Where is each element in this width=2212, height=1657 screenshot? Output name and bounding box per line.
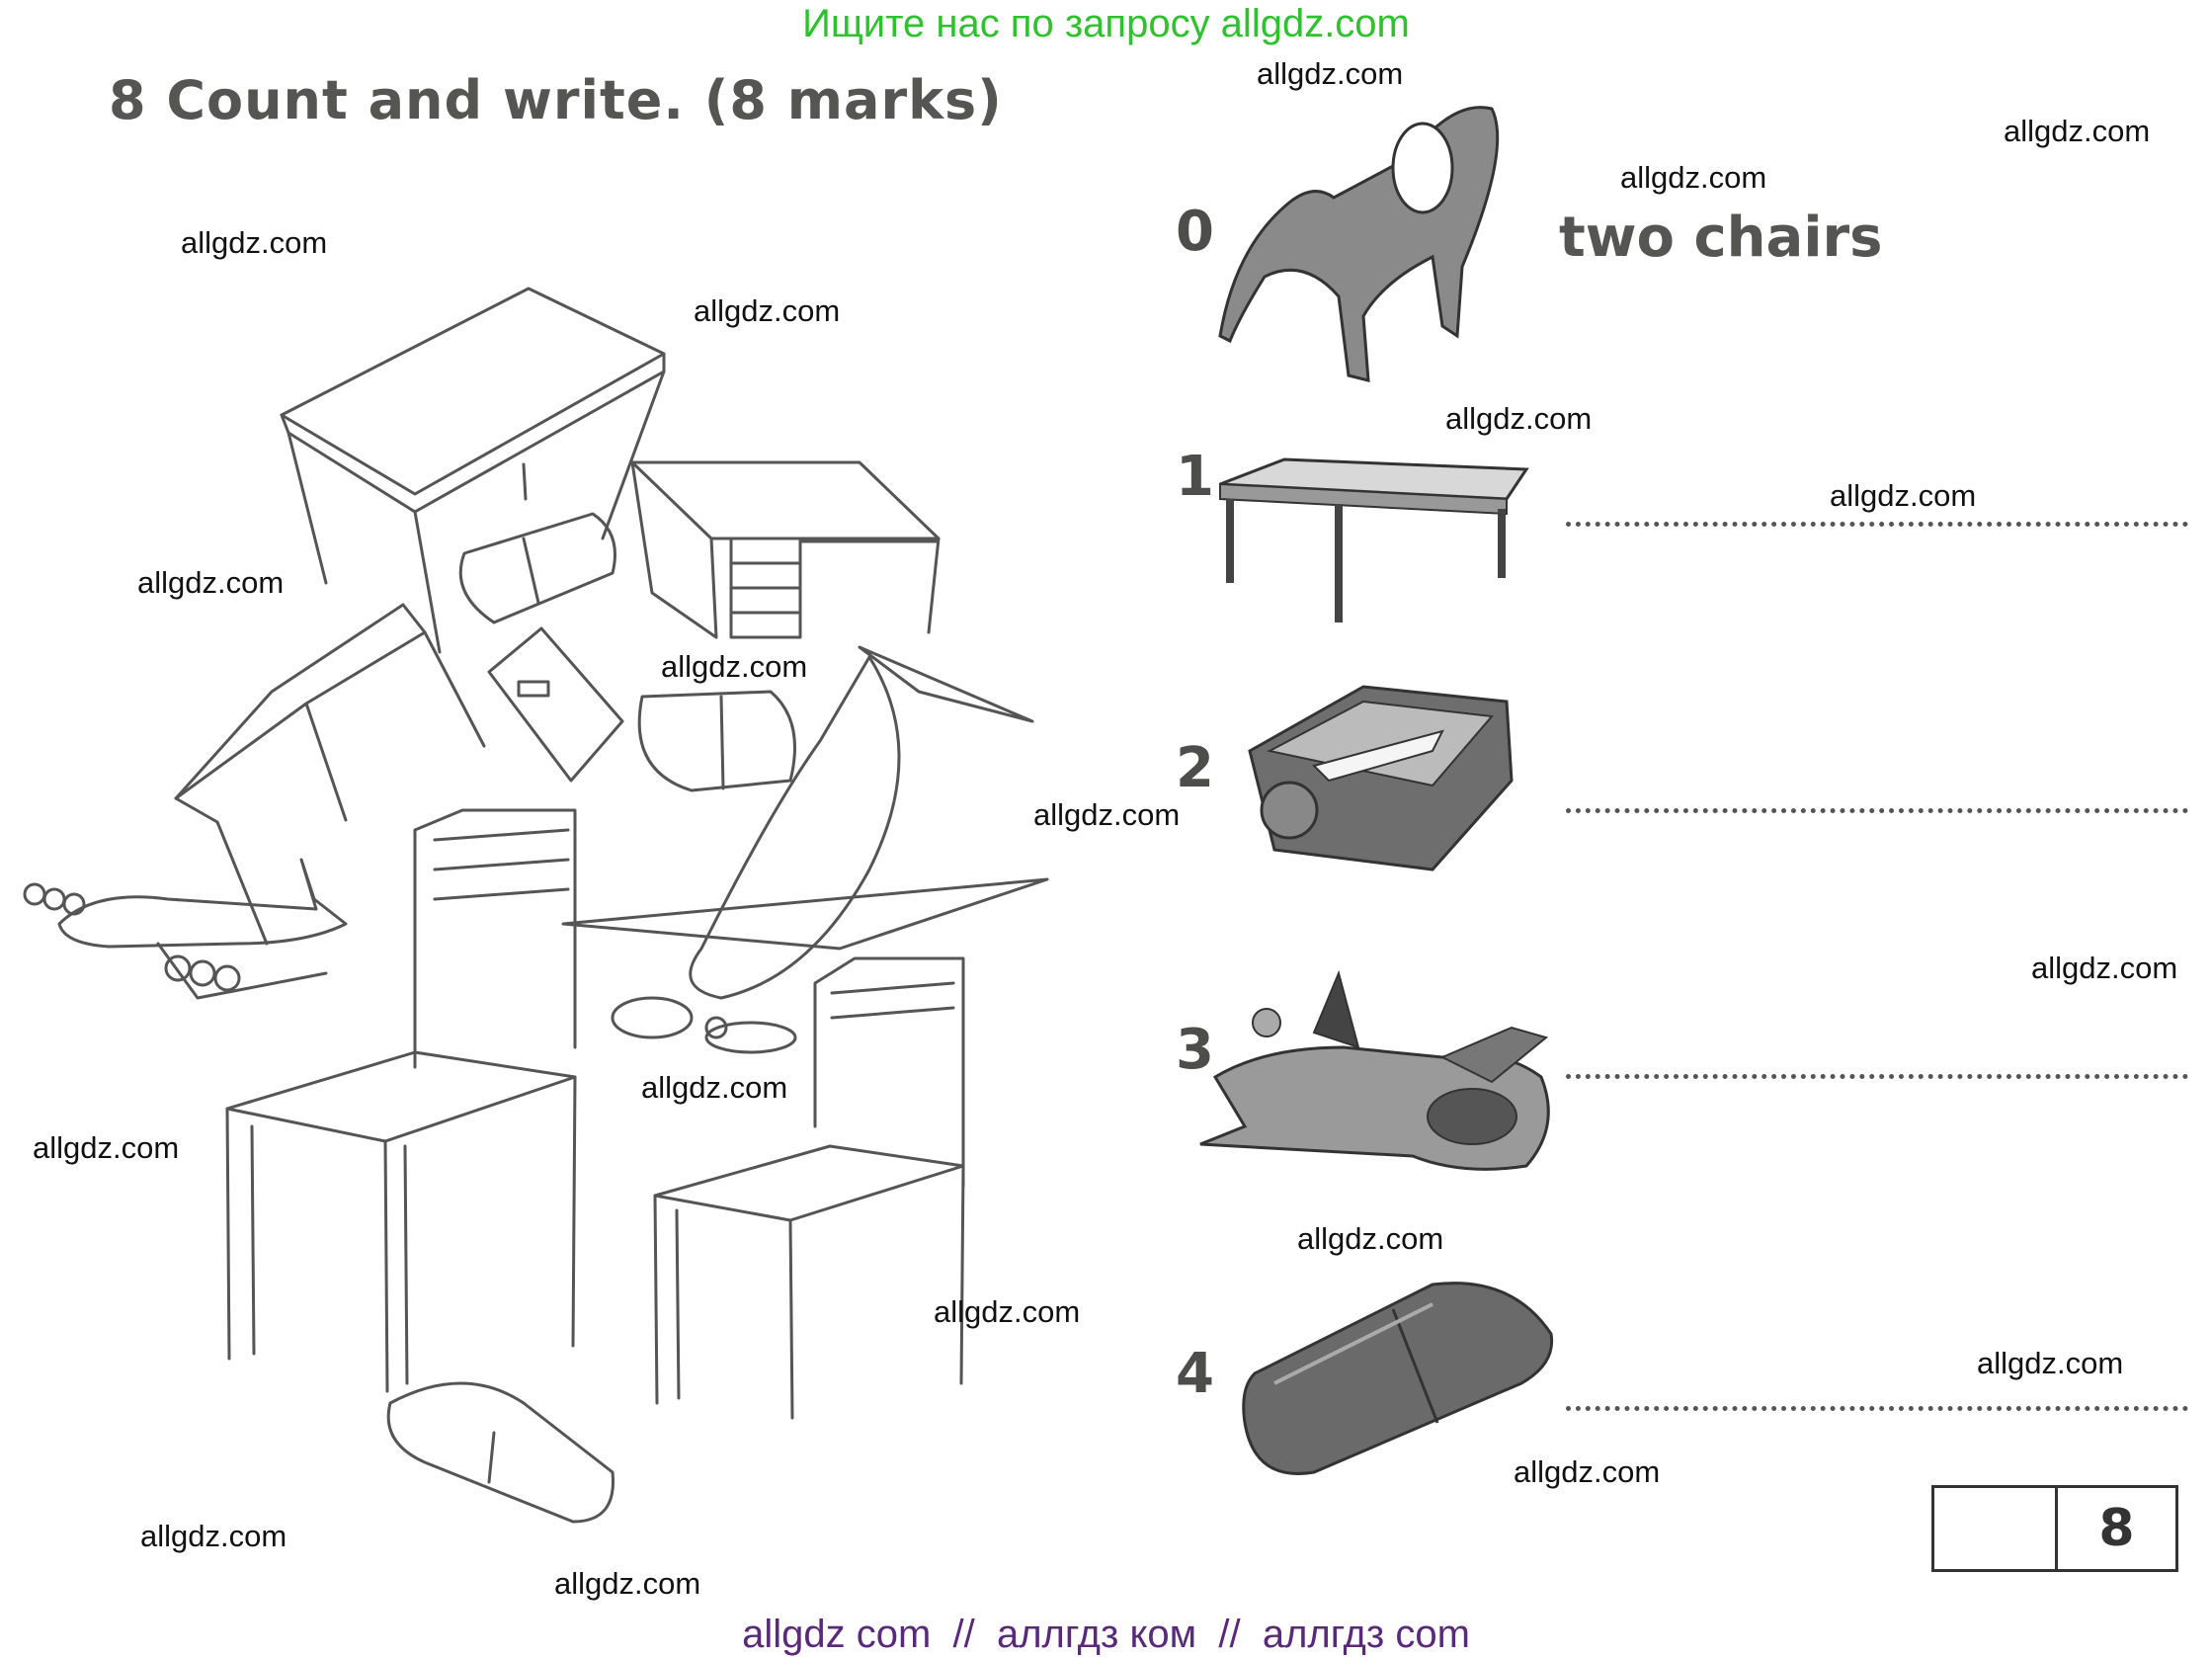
watermark: allgdz.com — [1033, 797, 1181, 832]
watermark: allgdz.com — [1257, 56, 1404, 91]
sharpener-outline-icon — [487, 626, 624, 783]
item-number-1: 1 — [1176, 445, 1214, 509]
chair-outline-icon-2 — [653, 956, 965, 1420]
item-number-2: 2 — [1176, 736, 1214, 800]
score-box: 8 — [1931, 1485, 2178, 1572]
score-max: 8 — [2098, 1499, 2135, 1558]
exercise-title: 8 Count and write. (8 marks) — [109, 69, 1003, 131]
eraser-outline-icon — [386, 512, 796, 1524]
item-3-plane-picture — [1199, 969, 1550, 1171]
watermark: allgdz.com — [137, 565, 285, 600]
propeller-plane-outline-icon — [561, 645, 1049, 1054]
bottom-banner: allgdz com // аллгдз ком // аллгдз com — [742, 1613, 1470, 1656]
watermark: allgdz.com — [1620, 160, 1767, 195]
watermark: allgdz.com — [2004, 114, 2151, 148]
airliner-outline-icon — [23, 858, 348, 1000]
item-2-sharpener-picture — [1248, 685, 1514, 871]
chair-outline-icon — [225, 808, 577, 1393]
watermark: allgdz.com — [641, 1070, 788, 1105]
watermark: allgdz.com — [1445, 401, 1593, 436]
item-answer-0: two chairs — [1559, 206, 1883, 270]
item-number-0: 0 — [1176, 200, 1214, 264]
item-0-chair-picture — [1218, 106, 1500, 382]
watermark: allgdz.com — [1514, 1454, 1661, 1489]
watermark: allgdz.com — [554, 1566, 701, 1601]
table-outline-icon — [280, 287, 666, 654]
top-banner: Ищите нас по запросу allgdz.com — [802, 2, 1410, 45]
answer-line-3[interactable] — [1566, 1074, 2188, 1079]
watermark: allgdz.com — [33, 1130, 180, 1165]
item-1-table-picture — [1219, 457, 1529, 622]
watermark: allgdz.com — [1977, 1346, 2124, 1380]
watermark: allgdz.com — [661, 649, 808, 684]
watermark: allgdz.com — [140, 1519, 287, 1553]
item-number-4: 4 — [1176, 1342, 1214, 1406]
item-number-3: 3 — [1176, 1018, 1214, 1082]
score-entry-cell[interactable] — [1934, 1488, 2058, 1569]
tilted-table-outline-icon — [174, 603, 486, 946]
watermark: allgdz.com — [1830, 478, 1977, 513]
watermark: allgdz.com — [2031, 951, 2178, 985]
answer-line-4[interactable] — [1566, 1406, 2188, 1411]
desk-outline-icon — [630, 460, 941, 639]
watermark: allgdz.com — [934, 1294, 1081, 1329]
watermark: allgdz.com — [694, 293, 841, 328]
item-4-eraser-picture — [1242, 1282, 1554, 1475]
watermark: allgdz.com — [1297, 1221, 1444, 1256]
answer-line-1[interactable] — [1566, 522, 2188, 527]
watermark: allgdz.com — [181, 225, 328, 260]
answer-line-2[interactable] — [1566, 808, 2188, 813]
